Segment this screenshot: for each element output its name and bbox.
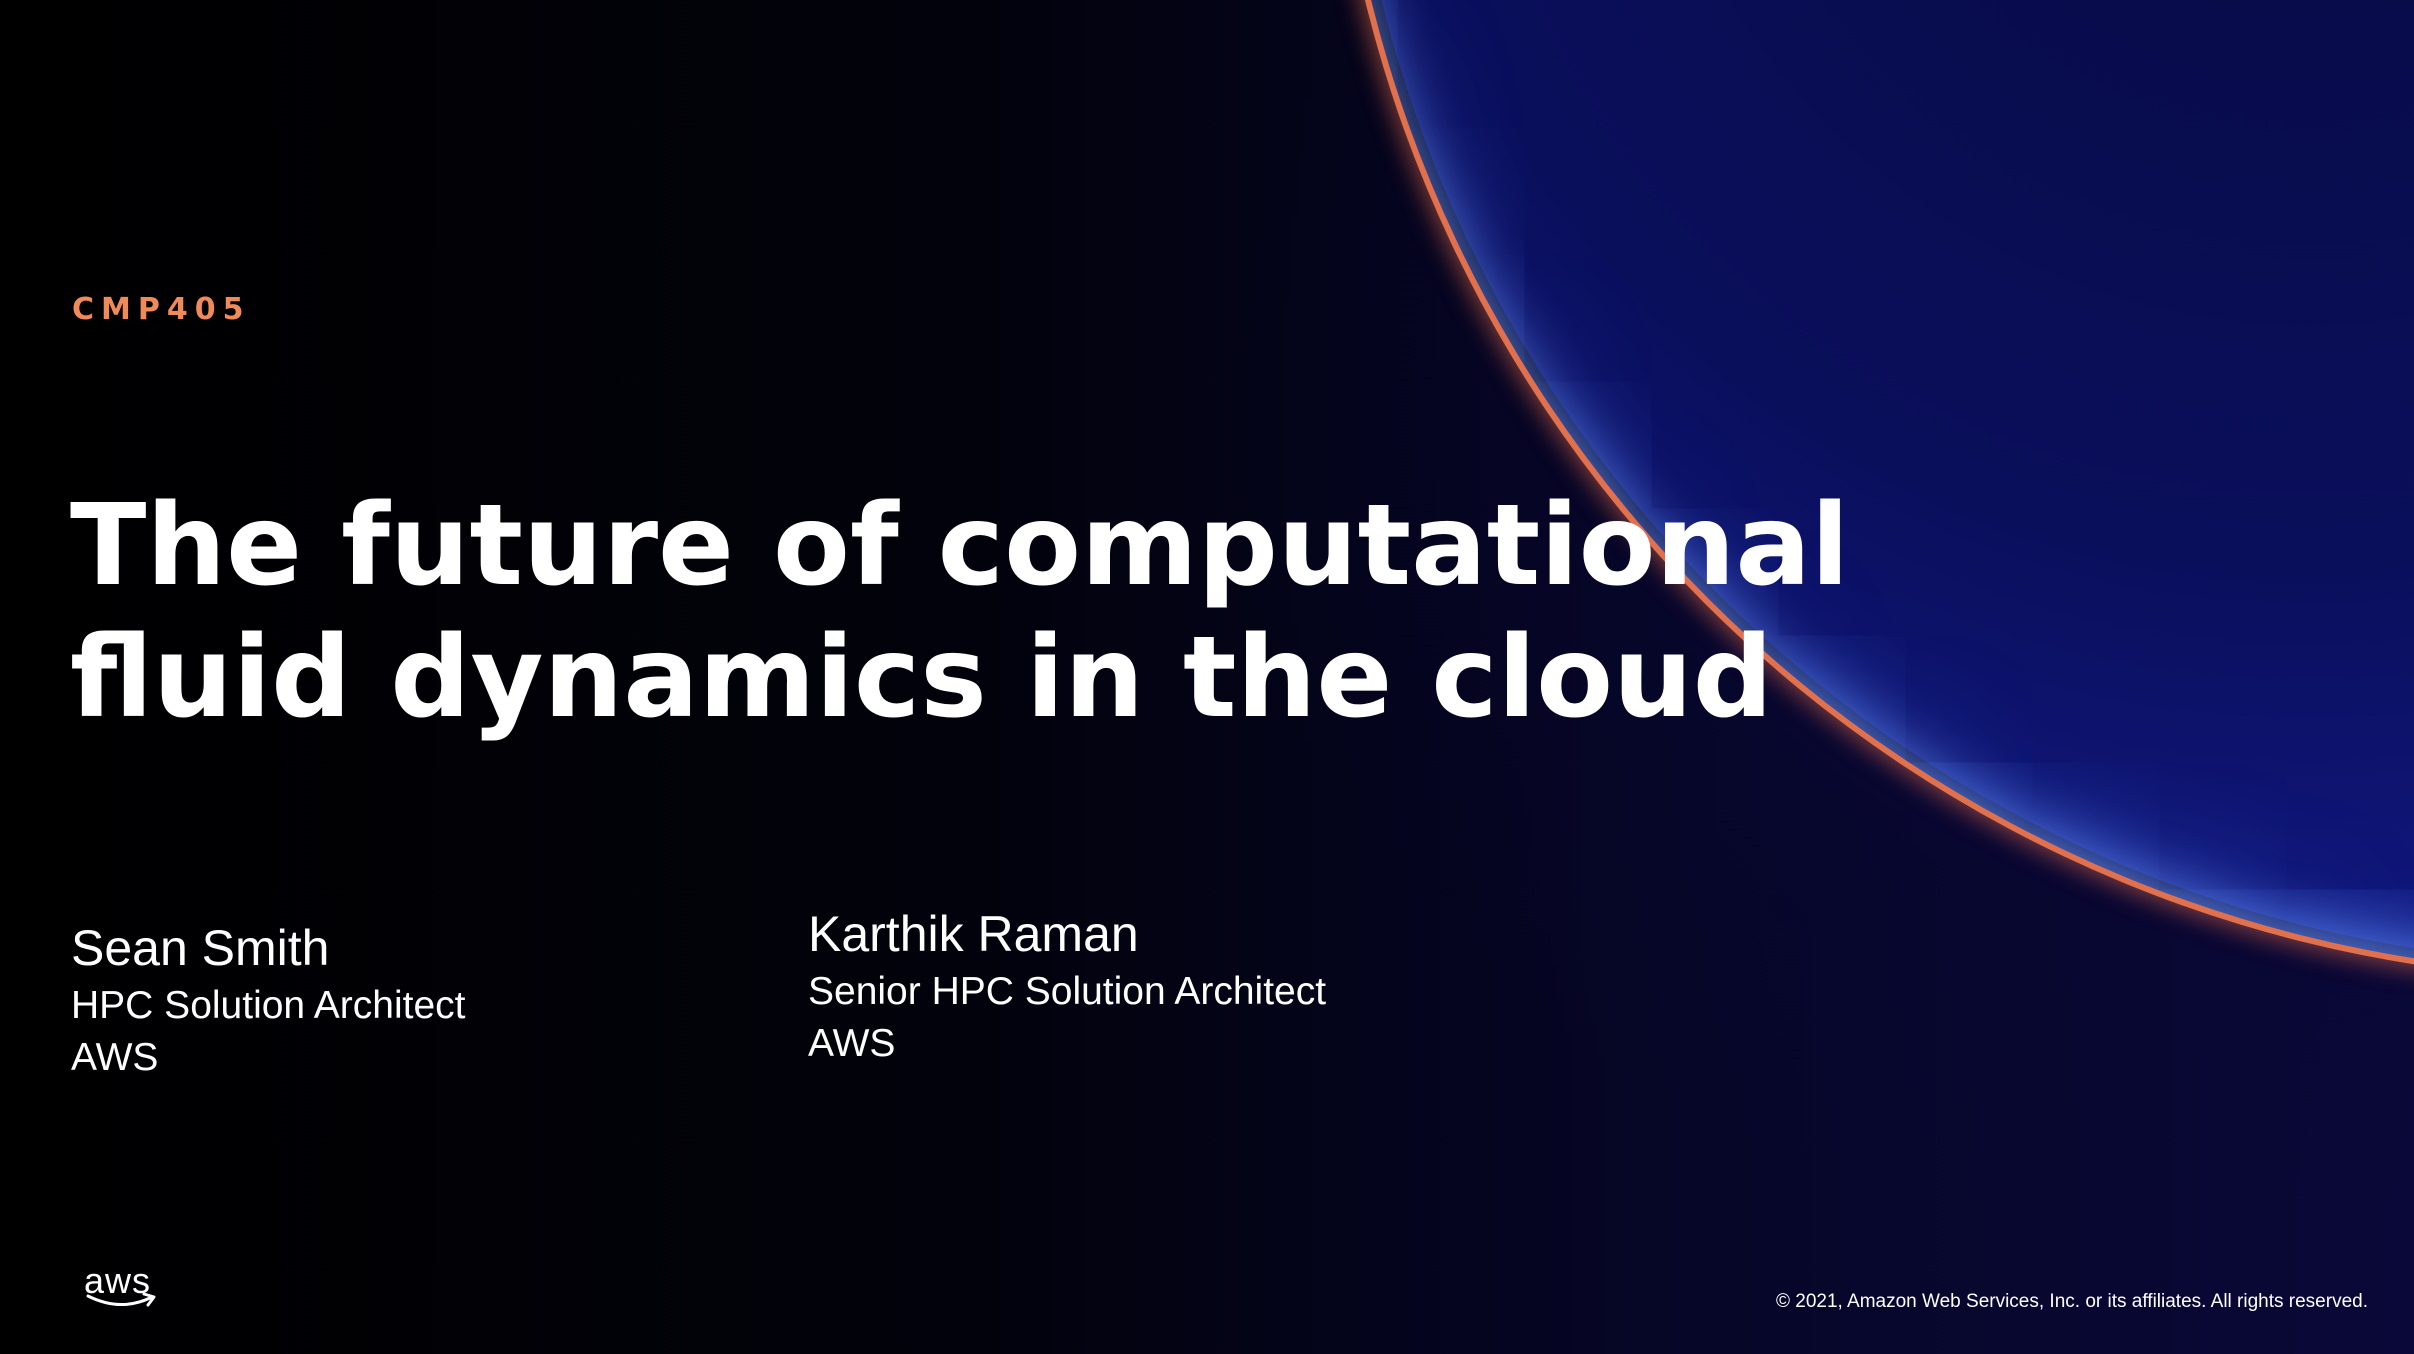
- speaker-role: Senior HPC Solution Architect: [808, 970, 1327, 1013]
- aws-logo-text: aws: [84, 1260, 152, 1301]
- speaker-role: HPC Solution Architect: [71, 984, 466, 1027]
- aws-logo: aws: [84, 1260, 164, 1316]
- speaker-name: Karthik Raman: [808, 906, 1139, 962]
- session-code: CMP405: [72, 292, 251, 327]
- speaker-org: AWS: [71, 1036, 159, 1079]
- copyright-notice: © 2021, Amazon Web Services, Inc. or its…: [1775, 1291, 2368, 1312]
- title-line-1: The future of computational: [70, 481, 1850, 611]
- speaker-org: AWS: [808, 1022, 896, 1065]
- speaker-name: Sean Smith: [71, 920, 330, 976]
- smile-arrow-icon: [86, 1292, 156, 1307]
- speaker-block: Karthik Raman Senior HPC Solution Archit…: [808, 902, 1326, 1070]
- slide-title: The future of computational fluid dynami…: [70, 480, 1870, 744]
- speaker-block: Sean Smith HPC Solution Architect AWS: [71, 916, 466, 1084]
- title-line-2: fluid dynamics in the cloud: [70, 613, 1773, 743]
